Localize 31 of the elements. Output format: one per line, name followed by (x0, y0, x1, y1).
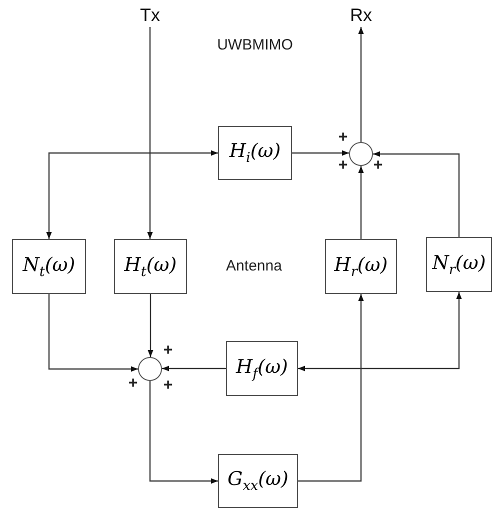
plus-sign: + (163, 377, 173, 395)
plus-sign: + (163, 342, 173, 360)
transfer-function-block: H$_{r}$(ω) (325, 239, 397, 294)
plus-sign: + (128, 375, 138, 393)
arrow (149, 381, 218, 484)
arrow (147, 27, 153, 239)
transfer-function-block: H$_{i}$(ω) (218, 126, 292, 180)
text-label: Antenna (226, 258, 282, 274)
signal-label: Tx (138, 3, 162, 27)
plus-sign: + (338, 157, 348, 175)
arrow (298, 294, 364, 482)
plus-sign: + (373, 157, 383, 175)
arrow (358, 27, 364, 142)
arrow (373, 151, 460, 237)
arrow (298, 292, 462, 372)
transfer-function-block: G$_{xx}$(ω) (218, 454, 298, 508)
summing-junction (349, 142, 373, 166)
arrow (162, 366, 226, 372)
transfer-function-block: N$_{t}$(ω) (12, 239, 86, 294)
arrow (148, 294, 154, 357)
arrow (46, 150, 218, 239)
arrow (48, 294, 138, 372)
transfer-function-block: H$_{t}$(ω) (114, 239, 187, 294)
text-label: UWBMIMO (217, 36, 293, 54)
arrow (292, 150, 349, 156)
arrow (358, 166, 364, 239)
transfer-function-block: H$_{f}$(ω) (226, 341, 298, 396)
plus-sign: + (338, 129, 348, 147)
transfer-function-block: N$_{r}$(ω) (426, 237, 492, 292)
signal-label: Rx (349, 3, 373, 27)
summing-junction (138, 357, 162, 381)
